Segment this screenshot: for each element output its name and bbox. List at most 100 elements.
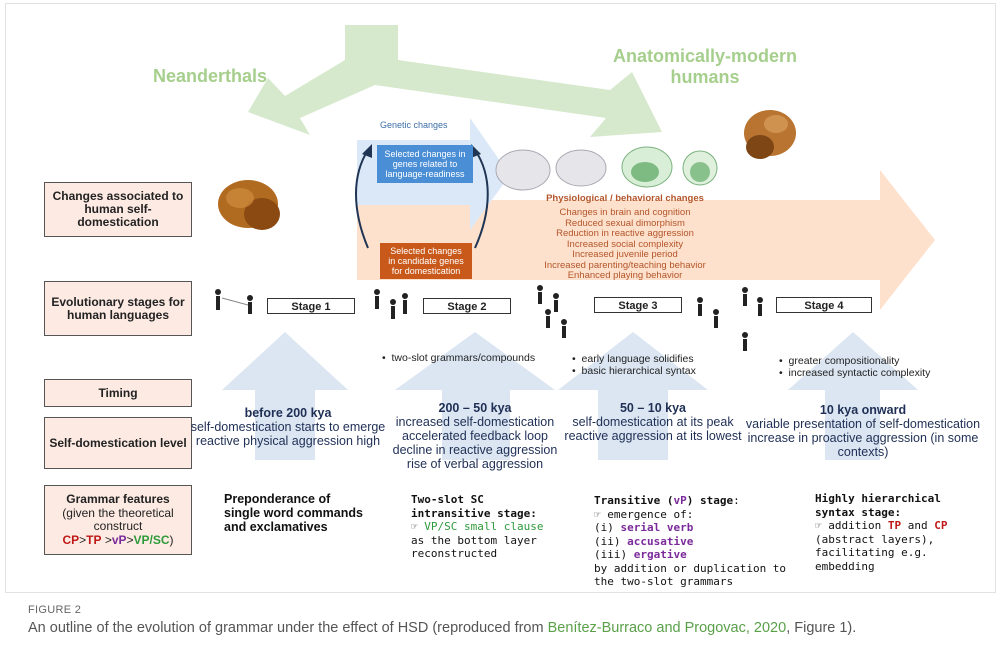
row-label-stages: Evolutionary stages for human languages: [44, 281, 192, 336]
grammar-line: single word commands: [224, 506, 363, 520]
physio-item: Changes in brain and cognition: [559, 207, 691, 218]
grammar-title: Highly hierarchical: [815, 492, 941, 505]
grammar-term-accusative: accusative: [627, 534, 694, 548]
grammar-emergence: emergence of:: [607, 507, 694, 521]
green-divergence-arrow: [248, 25, 662, 137]
timing-line: self-domestication at its peak: [572, 415, 734, 429]
grammar-title-part: Transitive (: [594, 494, 674, 507]
bullet-item: • two-slot grammars/compounds: [382, 352, 536, 364]
construct-vpsc: VP/SC: [133, 532, 170, 547]
bullet-text: basic hierarchical syntax: [581, 365, 696, 377]
grammar-term-vpsc: VP/SC small clause: [424, 520, 544, 533]
construct-gt: >: [79, 532, 87, 547]
caption-text-end: , Figure 1).: [786, 620, 857, 636]
grammar-line: (abstract layers),: [815, 532, 935, 546]
stage3-bullets: • early language solidifies • basic hier…: [572, 353, 696, 377]
modern-human-skull-icon: [744, 110, 796, 159]
timing-line: accelerated feedback loop: [402, 429, 548, 443]
timing-line: increased self-domestication: [395, 415, 555, 429]
brain-icons: [495, 146, 718, 191]
stage2-up-arrow: [395, 332, 555, 460]
stage4-bullets: • greater compositionality • increased s…: [779, 355, 930, 379]
bullet-item: • basic hierarchical syntax: [572, 365, 696, 377]
timing-date: 200 – 50 kya: [438, 401, 512, 415]
grammar-line: ☞ emergence of:: [594, 508, 786, 522]
physio-item: Increased juvenile period: [572, 249, 678, 260]
timing-line: contexts): [837, 445, 889, 459]
caption-text: An outline of the evolution of grammar u…: [28, 620, 548, 636]
figure-label: FIGURE 2: [28, 604, 82, 616]
stage2-bullets: • two-slot grammars/compounds: [382, 352, 535, 364]
timing-date: 10 kya onward: [819, 403, 907, 417]
bullet-text: greater compositionality: [788, 355, 900, 367]
stage-1-box: Stage 1: [267, 298, 355, 314]
physio-list: Changes in brain and cognition Reduced s…: [520, 207, 730, 282]
pointing-hand-icon: ☞: [815, 519, 822, 532]
orange-timeline-arrow: [357, 170, 935, 310]
physio-item: Increased social complexity: [566, 238, 684, 250]
timing-line: reactive aggression at its lowest: [564, 429, 742, 443]
timing-stage1: before 200 kya self-domestication starts…: [188, 406, 388, 448]
bullet-item: • greater compositionality: [779, 355, 900, 367]
grammar-line: Preponderance of: [224, 492, 331, 506]
domestication-genes-line2: in candidate genes: [388, 256, 464, 266]
grammar-enum: (i): [594, 521, 614, 534]
physio-item: Reduction in reactive aggression: [556, 228, 694, 239]
grammar-stage4: Highly hierarchical syntax stage: ☞ addi…: [815, 492, 947, 573]
grammar-line: the two-slot grammars: [594, 575, 734, 588]
domestication-genes-box: Selected changes in candidate genes for …: [380, 243, 472, 279]
stage4-up-arrow: [788, 332, 918, 460]
curved-arrow-left: [355, 149, 369, 249]
neanderthals-label: Neanderthals: [152, 66, 268, 86]
grammar-title: Transitive (vP) stage:: [594, 494, 786, 508]
pointing-hand-icon: ☞: [594, 507, 601, 521]
hominin-figures-stage4: [697, 287, 763, 351]
caption-citation-link[interactable]: Benítez-Burraco and Progovac, 2020: [547, 620, 787, 636]
hominin-figures-stage3: [537, 285, 567, 338]
stage-3-box: Stage 3: [594, 297, 682, 313]
grammar-line: as the bottom layer: [411, 533, 537, 547]
physio-item: Enhanced playing behavior: [567, 270, 683, 281]
construct-close: ): [169, 532, 174, 547]
neanderthal-skull-icon: [218, 180, 280, 230]
grammar-line: and exclamatives: [224, 520, 328, 534]
language-genes-box: Selected changes in genes related to lan…: [377, 145, 473, 183]
grammar-stage1: Preponderance of single word commands an…: [224, 492, 363, 534]
stage-2-box: Stage 2: [423, 298, 511, 314]
grammar-term-ergative: ergative: [633, 548, 687, 561]
grammar-features-title: Grammar features: [66, 492, 170, 506]
timing-date: 50 – 10 kya: [619, 401, 687, 415]
row-label-changes: Changes associated to human self-domesti…: [44, 182, 192, 237]
timing-line: variable presentation of self-domesticat…: [745, 417, 981, 431]
bullet-text: early language solidifies: [581, 353, 694, 365]
timing-stage4: 10 kya onward variable presentation of s…: [745, 403, 981, 459]
grammar-line: embedding: [815, 559, 875, 573]
grammar-title: syntax stage:: [815, 505, 902, 519]
curved-arrow-right: [474, 149, 489, 249]
timing-line: rise of verbal aggression: [406, 457, 544, 471]
construct-gt: >: [101, 532, 112, 547]
row-label-level: Self-domestication level: [44, 417, 192, 469]
language-genes-line3: language-readiness: [385, 169, 465, 179]
physio-item: Reduced sexual dimorphism: [565, 217, 685, 229]
hominin-figures-stage2: [374, 289, 408, 319]
modern-humans-label: Anatomically-modern humans: [580, 46, 830, 88]
grammar-term-tp: TP: [887, 519, 902, 532]
timing-date: before 200 kya: [244, 406, 332, 420]
grammar-line: by addition or duplication to: [594, 561, 787, 575]
timing-line: reactive physical aggression high: [195, 434, 381, 448]
timing-stage2: 200 – 50 kya increased self-domesticatio…: [390, 401, 560, 471]
construct-cp: CP: [62, 532, 80, 547]
grammar-line: ☞ addition TP and CP: [815, 519, 947, 533]
bullet-item: • early language solidifies: [572, 353, 694, 365]
grammar-term-vp: vP: [673, 494, 687, 507]
timing-line: decline in reactive aggression: [392, 443, 558, 457]
grammar-line: (i) serial verb: [594, 521, 786, 535]
construct-tp: TP: [86, 532, 102, 547]
language-genes-line2: genes related to: [392, 159, 458, 169]
construct-gt: >: [126, 532, 134, 547]
grammar-title-part: ) stage: [686, 494, 734, 507]
hominin-figures-stage1: [215, 289, 253, 314]
timing-line: self-domestication starts to emerge: [190, 420, 386, 434]
grammar-term-cp: CP: [934, 519, 948, 532]
